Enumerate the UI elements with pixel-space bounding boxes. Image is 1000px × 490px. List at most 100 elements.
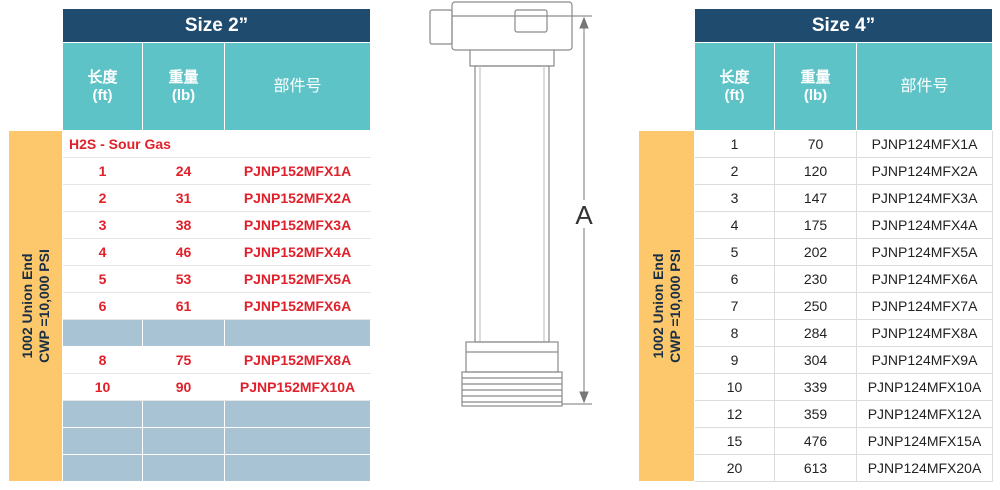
cell-length: 9 <box>694 346 775 374</box>
cell-weight: 613 <box>774 454 857 482</box>
cell-part-number: PJNP124MFX3A <box>855 184 994 212</box>
header-weight: 重量 (lb) <box>142 42 225 131</box>
cell-weight: 476 <box>774 427 857 455</box>
cell-length: 6 <box>694 265 775 293</box>
cell-length: 4 <box>62 238 143 266</box>
cell-length: 7 <box>694 292 775 320</box>
cell-weight: 230 <box>774 265 857 293</box>
cell-weight: 359 <box>774 400 857 428</box>
size-2-table: Size 2” 长度 (ft) 重量 (lb) 部件号 1002 Union E… <box>8 8 372 482</box>
corner-blank <box>8 8 63 131</box>
cell-weight <box>142 400 225 428</box>
header-part-number: 部件号 <box>855 42 994 131</box>
cell-weight: 304 <box>774 346 857 374</box>
cell-part-number: PJNP152MFX2A <box>223 184 372 212</box>
cell-part-number: PJNP152MFX10A <box>223 373 372 401</box>
table-row <box>9 454 372 482</box>
cell-part-number <box>223 454 372 482</box>
cell-weight: 31 <box>142 184 225 212</box>
cell-part-number: PJNP152MFX3A <box>223 211 372 239</box>
cell-weight: 38 <box>142 211 225 239</box>
header-length: 长度 (ft) <box>62 42 143 131</box>
corner-blank <box>638 8 695 131</box>
table-row <box>9 427 372 455</box>
cell-length <box>62 319 143 347</box>
cell-weight: 147 <box>774 184 857 212</box>
cell-length: 2 <box>694 157 775 185</box>
size-4-table: Size 4” 长度 (ft) 重量 (lb) 部件号 1002 Union E… <box>638 8 994 482</box>
cell-part-number: PJNP124MFX8A <box>855 319 994 347</box>
cell-length: 3 <box>694 184 775 212</box>
cell-length: 20 <box>694 454 775 482</box>
cell-part-number: PJNP152MFX5A <box>223 265 372 293</box>
cell-weight: 61 <box>142 292 225 320</box>
side-label: 1002 Union End CWP =10,000 PSI <box>8 130 63 482</box>
cell-length <box>62 427 143 455</box>
cell-length: 8 <box>62 346 143 374</box>
cell-weight: 250 <box>774 292 857 320</box>
cell-length: 1 <box>62 157 143 185</box>
cell-weight: 53 <box>142 265 225 293</box>
side-label-line2: CWP =10,000 PSI <box>35 249 52 363</box>
cell-weight: 46 <box>142 238 225 266</box>
cell-part-number: PJNP152MFX8A <box>223 346 372 374</box>
side-label-line2: CWP =10,000 PSI <box>666 249 683 363</box>
cell-length <box>62 400 143 428</box>
cell-part-number: PJNP124MFX5A <box>855 238 994 266</box>
cell-weight: 90 <box>142 373 225 401</box>
cell-length: 1 <box>694 130 775 158</box>
cell-weight: 202 <box>774 238 857 266</box>
cell-length: 3 <box>62 211 143 239</box>
size-2-title: Size 2” <box>61 8 372 43</box>
table-row <box>9 319 372 347</box>
cell-length: 15 <box>694 427 775 455</box>
cell-length: 10 <box>62 373 143 401</box>
cell-weight <box>142 454 225 482</box>
header-length: 长度 (ft) <box>694 42 775 131</box>
pipe-drawing: A <box>429 1 598 407</box>
cell-part-number: PJNP124MFX9A <box>855 346 994 374</box>
cell-weight: 75 <box>142 346 225 374</box>
cell-length: 2 <box>62 184 143 212</box>
cell-part-number: PJNP124MFX12A <box>855 400 994 428</box>
section-label-h2s: H2S - Sour Gas <box>61 130 372 158</box>
cell-part-number: PJNP124MFX10A <box>855 373 994 401</box>
header-part-number: 部件号 <box>223 42 372 131</box>
cell-length: 12 <box>694 400 775 428</box>
cell-length: 6 <box>62 292 143 320</box>
cell-weight: 284 <box>774 319 857 347</box>
side-label-line1: 1002 Union End <box>18 253 35 359</box>
cell-part-number: PJNP124MFX4A <box>855 211 994 239</box>
cell-weight: 175 <box>774 211 857 239</box>
cell-part-number: PJNP124MFX15A <box>855 427 994 455</box>
cell-part-number <box>223 400 372 428</box>
cell-weight: 120 <box>774 157 857 185</box>
cell-part-number <box>223 319 372 347</box>
cell-length: 10 <box>694 373 775 401</box>
cell-part-number: PJNP124MFX7A <box>855 292 994 320</box>
cell-weight: 24 <box>142 157 225 185</box>
cell-part-number: PJNP152MFX1A <box>223 157 372 185</box>
dimension-label-a: A <box>575 200 593 230</box>
cell-length: 4 <box>694 211 775 239</box>
cell-length: 8 <box>694 319 775 347</box>
cell-part-number <box>223 427 372 455</box>
cell-length: 5 <box>62 265 143 293</box>
side-label-line1: 1002 Union End <box>649 253 666 359</box>
